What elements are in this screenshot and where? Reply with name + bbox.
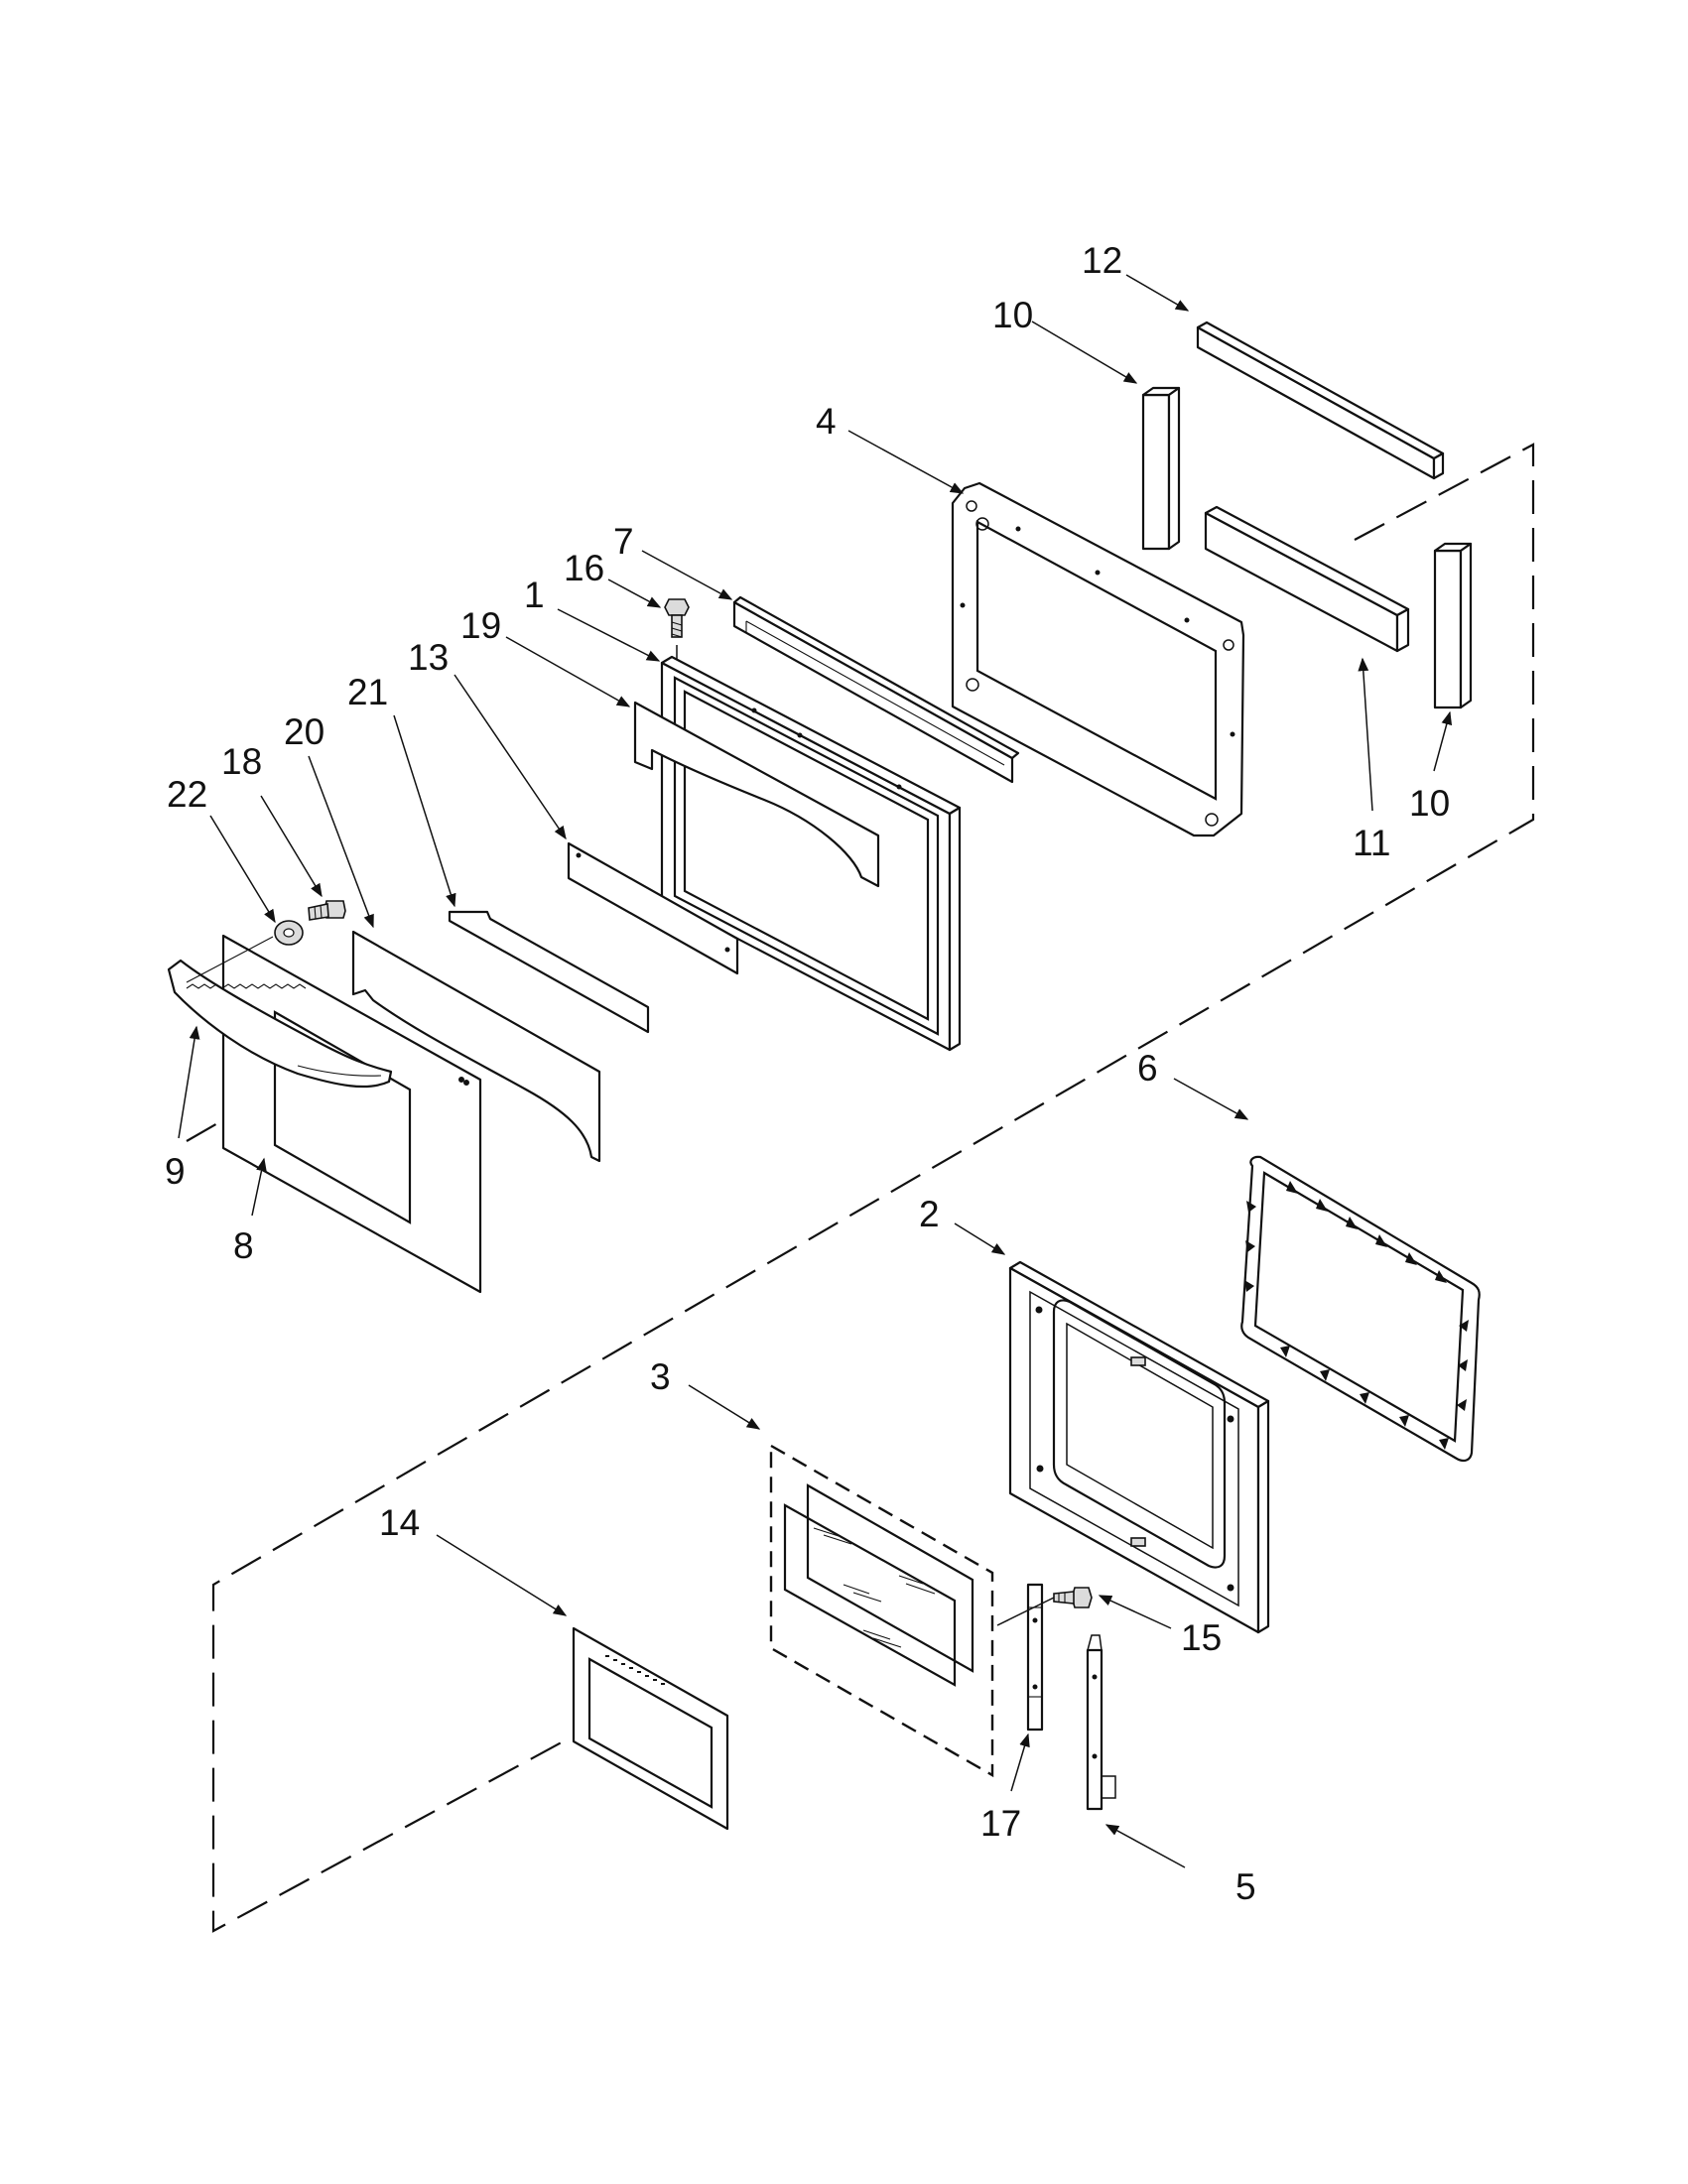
insulation-strip-11 [1204, 505, 1410, 653]
callout-8: 8 [233, 1225, 254, 1266]
deflector-19 [633, 701, 880, 888]
callout-16: 16 [564, 548, 604, 588]
baffle-21 [448, 910, 650, 1034]
washer-22 [186, 920, 304, 983]
inner-glass-14 [572, 1626, 729, 1831]
callout-6: 6 [1137, 1048, 1158, 1089]
callout-4: 4 [816, 401, 837, 442]
screw-15 [996, 1587, 1093, 1626]
door-liner-2 [1008, 1260, 1270, 1634]
callout-13: 13 [408, 637, 449, 678]
leader-arrows [178, 274, 1453, 1868]
glass-pack-3 [769, 1443, 994, 1778]
callout-18: 18 [221, 741, 262, 782]
door-handle-9 [167, 959, 393, 1089]
callout-14: 14 [379, 1502, 420, 1543]
inner-door-panel-4 [951, 481, 1245, 837]
callout-5: 5 [1235, 1866, 1256, 1907]
callout-20: 20 [284, 711, 325, 752]
callout-10-lower: 10 [1409, 783, 1450, 824]
callout-15: 15 [1181, 1617, 1222, 1658]
door-gasket-6 [1240, 1155, 1481, 1463]
insulation-block-10-left [1141, 386, 1181, 551]
callout-9: 9 [165, 1151, 186, 1192]
glass-trim-20 [351, 930, 601, 1163]
callout-17: 17 [980, 1803, 1021, 1844]
callout-labels: 12 10 4 7 16 1 19 13 21 20 18 22 9 8 11 … [165, 240, 1450, 1907]
callout-10-upper: 10 [992, 295, 1033, 335]
callout-7: 7 [613, 521, 634, 562]
door-trim-channel-7 [732, 595, 1020, 784]
hinge-channel-17 [1026, 1583, 1044, 1732]
hinge-5 [1086, 1634, 1116, 1811]
vent-panel-13 [567, 841, 739, 975]
callout-3: 3 [650, 1356, 671, 1397]
assembly-boundary [186, 443, 1535, 1933]
insulation-strip-12 [1196, 321, 1445, 480]
screw-16 [664, 598, 690, 661]
screw-18 [308, 900, 346, 921]
callout-19: 19 [460, 605, 501, 646]
insulation-block-10-right [1433, 542, 1473, 709]
callout-2: 2 [919, 1194, 940, 1234]
callout-21: 21 [347, 672, 388, 712]
callout-22: 22 [167, 774, 207, 815]
callout-11: 11 [1353, 823, 1390, 863]
callout-12: 12 [1082, 240, 1122, 281]
callout-1: 1 [524, 575, 545, 615]
